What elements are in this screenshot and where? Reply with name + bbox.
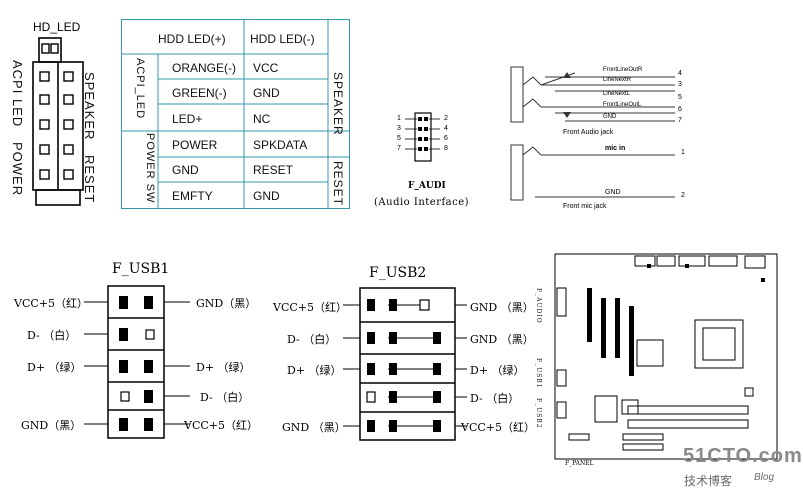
f-usb1-title: F_USB1 (112, 261, 170, 277)
f-audi-pin-7: 7 (397, 145, 401, 152)
side-label-power-sw: POWER SW (144, 133, 156, 204)
audio-jack-schematic: FrontLineOutR LineNextR LineNextL FrontL… (505, 55, 705, 215)
table-cell: GND (253, 189, 280, 203)
f-audi-pin-5: 5 (397, 135, 401, 142)
usb2-left-d-plus: D+ （绿） (287, 364, 342, 377)
usb1-right-d-plus: D+ （绿） (196, 361, 251, 374)
f-audi-pin-2: 2 (444, 115, 448, 122)
line-pin-4: 4 (678, 70, 682, 77)
usb2-left-vcc: VCC+5（红） (273, 301, 347, 314)
usb2-right-gnd-1: GND （黑） (470, 301, 534, 314)
audio-jack-lines (510, 66, 675, 201)
table-cell: POWER (172, 138, 218, 152)
usb2-right-gnd-2: GND （黑） (470, 333, 534, 346)
f-usb2-group: F_USB2 (265, 255, 545, 445)
line-label-front-line-out-l: FrontLineOutL (603, 102, 642, 108)
mb-label-f-usb2: F_USB2 (535, 398, 542, 429)
line-pin-3: 3 (678, 81, 682, 88)
mic-pin-1: 1 (681, 149, 685, 156)
motherboard-diagram: F_AUDIO F_USB1 F_USB2 F_PANEL (535, 248, 790, 473)
line-label-gnd: GND (603, 114, 617, 120)
f-audi-connector (405, 112, 440, 162)
f-usb1-connector (84, 285, 190, 439)
table-cell: GND (172, 163, 199, 177)
usb2-left-gnd: GND （黑） (282, 421, 346, 434)
reset-label: RESET (82, 155, 97, 204)
hd-led-title: HD_LED (33, 20, 81, 34)
acpi-led-label: ACPI LED (10, 60, 25, 128)
line-label-front-line-out-r: FrontLineOutR (603, 67, 643, 73)
usb1-right-gnd: GND（黑） (196, 297, 257, 310)
f-audi-title: F_AUDI (408, 181, 446, 191)
table-cell: NC (253, 112, 271, 126)
speaker-label: SPEAKER (82, 72, 97, 141)
f-usb1-group: F_USB1 VCC+5（红） D- （白） D+ （ (0, 255, 270, 445)
f-audi-subtitle: (Audio Interface) (374, 197, 470, 208)
table-cell: GND (253, 86, 280, 100)
table-cell: RESET (253, 163, 294, 177)
usb1-left-gnd: GND（黑） (21, 419, 82, 432)
mb-label-f-usb1: F_USB1 (535, 358, 542, 389)
mic-gnd-pin: 2 (681, 192, 685, 199)
usb2-left-d-minus: D- （白） (287, 333, 337, 346)
side-label-acpi-led: ACPI_LED (134, 58, 146, 120)
table-cell: LED+ (172, 112, 203, 126)
usb1-left-vcc: VCC+5（红） (14, 297, 88, 310)
watermark-blog: Blog (754, 472, 775, 483)
table-cell: GREEN(-) (172, 86, 227, 100)
front-mic-jack-label: Front mic jack (563, 203, 607, 210)
table-cell: SPKDATA (253, 138, 308, 152)
table-cell: ORANGE(-) (172, 61, 236, 75)
pin-table-grid (122, 20, 349, 208)
f-audi-pin-8: 8 (444, 145, 448, 152)
f-audi-pin-4: 4 (444, 125, 448, 132)
hd-led-connector-drawing (32, 37, 84, 206)
usb1-left-d-minus: D- （白） (27, 329, 77, 342)
f-audi-pin-1: 1 (397, 115, 401, 122)
f-audi-group: 1 3 5 7 2 4 6 8 F_AUDI (Audio Interface) (360, 105, 500, 215)
line-label-line-next-r: LineNextR (603, 77, 632, 83)
col-header-hdd-led-plus: HDD LED(+) (158, 32, 226, 46)
motherboard-outline (554, 253, 778, 460)
usb2-right-d-plus: D+ （绿） (470, 364, 525, 377)
f-audi-pin-6: 6 (444, 135, 448, 142)
usb2-right-vcc: VCC+5（红） (461, 421, 535, 434)
power-label: POWER (10, 142, 25, 197)
mb-label-f-audio: F_AUDIO (535, 288, 542, 324)
hd-led-header-group: HD_LED ACPI LED POWER SPEAKER RESET (0, 0, 115, 215)
f-usb2-title: F_USB2 (369, 265, 427, 281)
f-audi-pin-3: 3 (397, 125, 401, 132)
table-cell: VCC (253, 61, 279, 75)
line-label-line-next-l: LineNextL (603, 91, 631, 97)
side-label-speaker: SPEAKER (331, 72, 345, 136)
front-audio-jack-label: Front Audio jack (563, 129, 614, 136)
line-pin-6: 6 (678, 106, 682, 113)
usb1-right-d-minus: D- （白） (200, 391, 250, 404)
watermark-sub: 技术博客 (684, 474, 733, 488)
side-label-reset: RESET (331, 161, 345, 207)
mb-label-f-panel: F_PANEL (565, 460, 594, 467)
mic-gnd-label: GND (605, 189, 621, 196)
mic-in-label: mic in (605, 145, 626, 152)
line-pin-7: 7 (678, 117, 682, 124)
usb1-right-vcc: VCC+5（红） (184, 419, 258, 432)
f-usb2-connector (343, 287, 467, 441)
line-pin-5: 5 (678, 94, 682, 101)
watermark-site: 51CTO.com (683, 445, 803, 467)
usb1-left-d-plus: D+ （绿） (27, 361, 82, 374)
pin-table: HDD LED(+) HDD LED(-) ACPI_LED POWER SW … (121, 19, 350, 209)
table-cell: EMFTY (172, 189, 213, 203)
col-header-hdd-led-minus: HDD LED(-) (250, 32, 315, 46)
usb2-right-d-minus: D- （白） (470, 392, 520, 405)
